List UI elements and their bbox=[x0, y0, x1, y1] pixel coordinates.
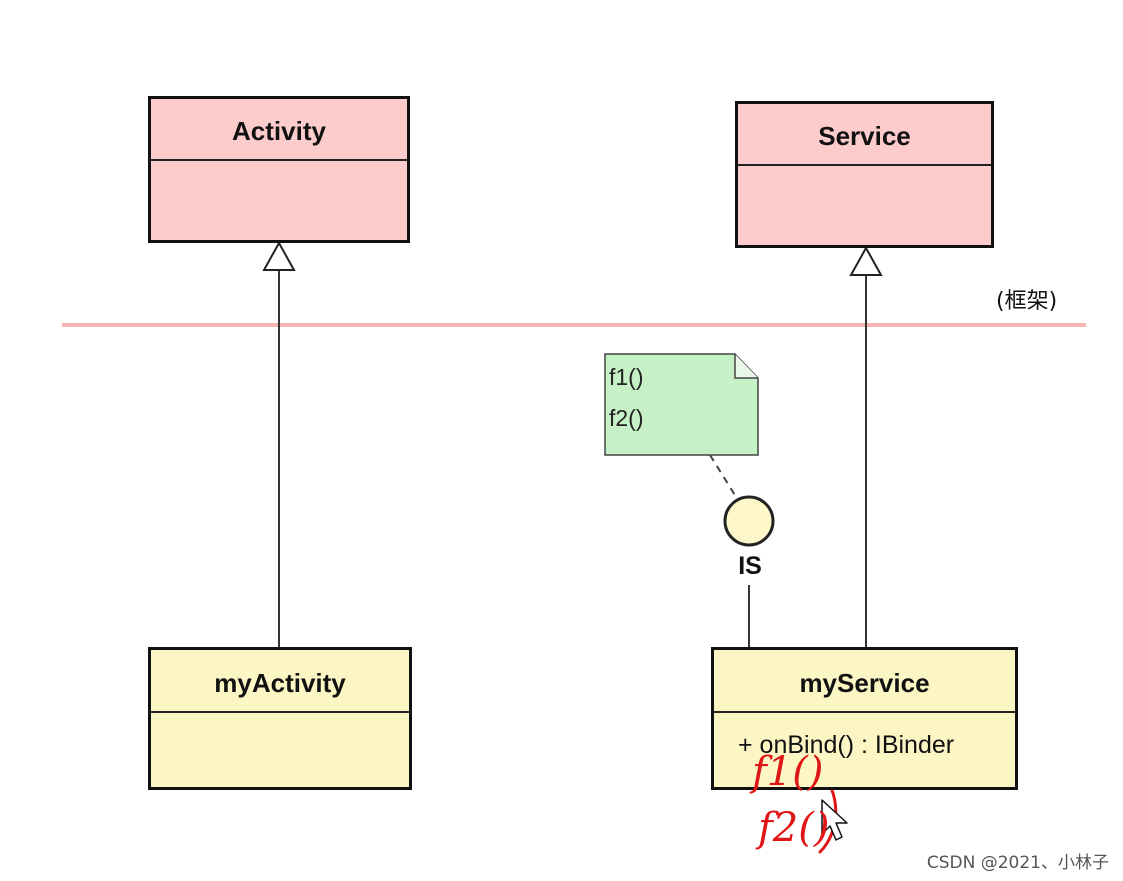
mouse-cursor-icon bbox=[821, 799, 848, 841]
handwritten-annotation: f2() bbox=[758, 805, 830, 851]
note-shape bbox=[604, 353, 759, 456]
class-my-activity: myActivity bbox=[148, 647, 412, 790]
class-my-activity-name: myActivity bbox=[151, 650, 409, 713]
note-anchor-line bbox=[709, 454, 739, 501]
class-my-service-operation: + onBind() : IBinder bbox=[738, 731, 955, 759]
layer-boundary-label: (框架) bbox=[996, 289, 1058, 314]
class-my-service: myService + onBind() : IBinder bbox=[711, 647, 1018, 790]
class-activity-name: Activity bbox=[151, 99, 407, 161]
note-line: f2() bbox=[609, 405, 644, 431]
class-activity-body bbox=[151, 161, 407, 179]
interface-circle bbox=[723, 495, 775, 547]
class-service-name: Service bbox=[738, 104, 991, 166]
inheritance-arrowhead-service bbox=[849, 245, 883, 276]
note-fold bbox=[734, 354, 758, 379]
inheritance-arrowhead-activity bbox=[262, 240, 296, 271]
watermark: CSDN @2021、小林子 bbox=[926, 853, 1109, 873]
class-activity: Activity bbox=[148, 96, 410, 243]
handwritten-annotation: f1() bbox=[752, 749, 824, 795]
class-service: Service bbox=[735, 101, 994, 248]
class-my-service-name: myService bbox=[714, 650, 1015, 713]
interface-label: IS bbox=[738, 552, 762, 580]
note-line: f1() bbox=[609, 364, 644, 390]
class-my-activity-body bbox=[151, 713, 409, 731]
class-service-body bbox=[738, 166, 991, 184]
